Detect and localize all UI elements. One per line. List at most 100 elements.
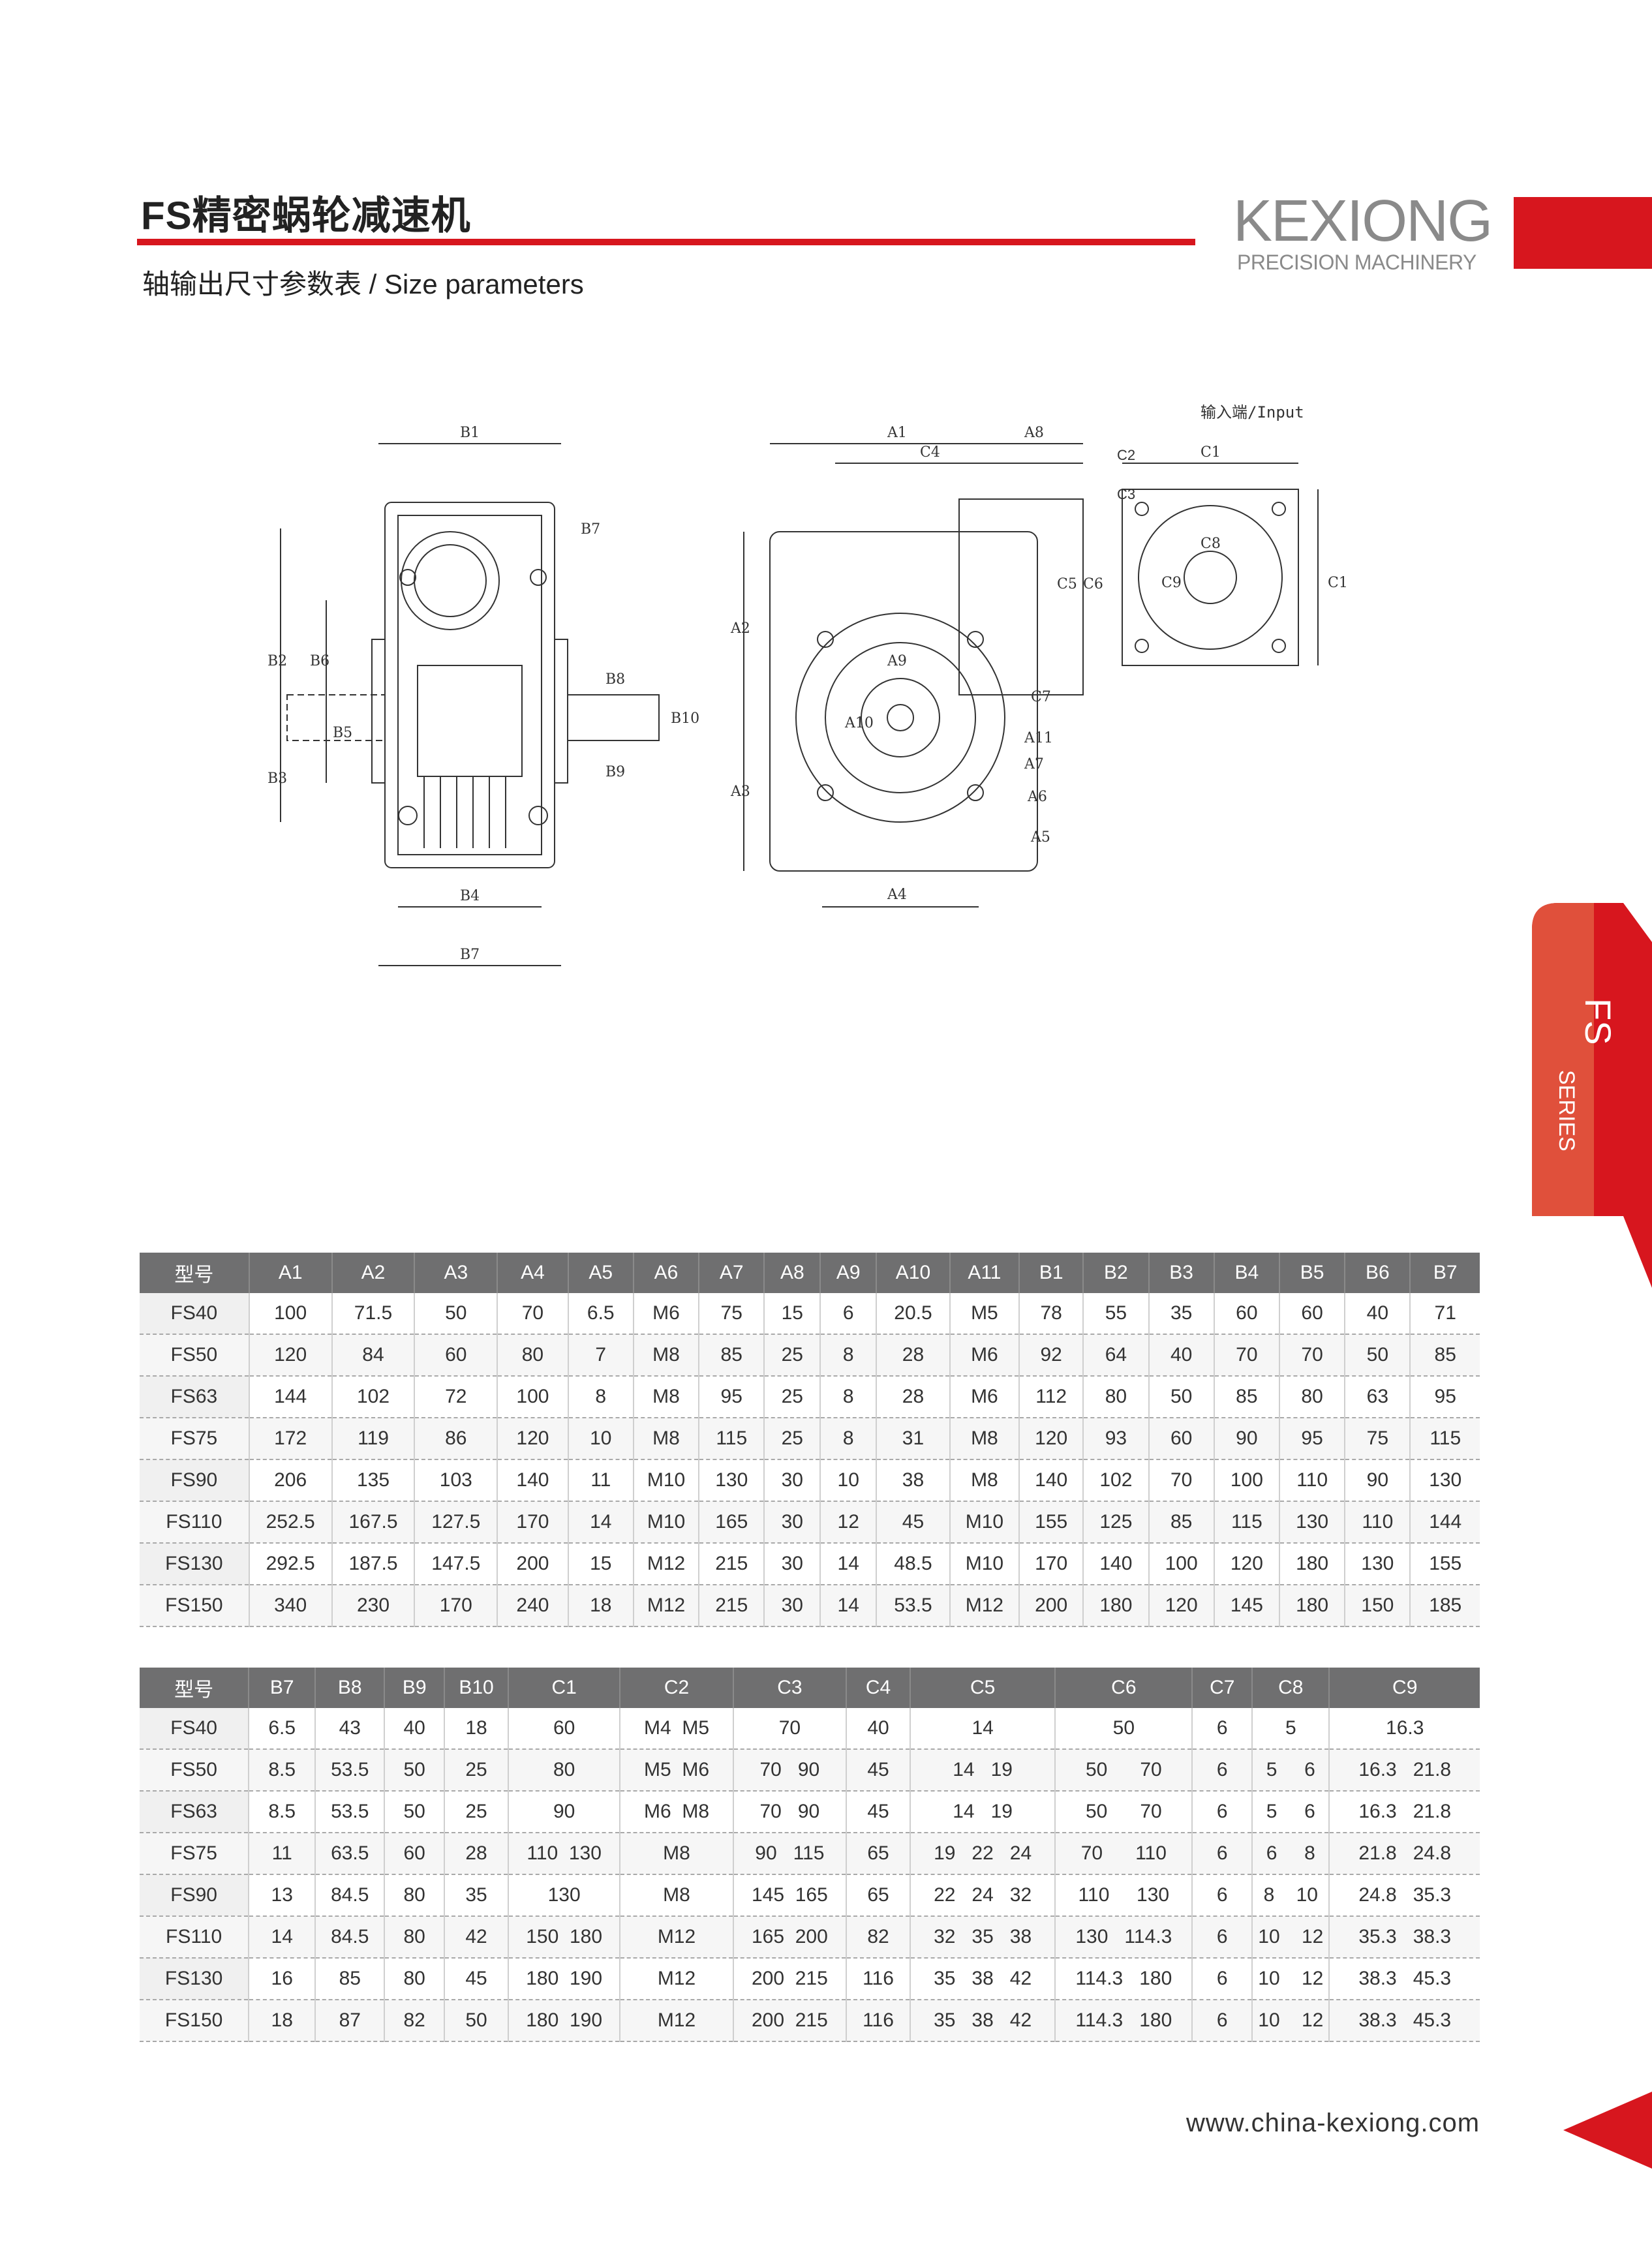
value-cell: 70 90 <box>733 1749 848 1792</box>
value-cell: 130 114.3 <box>1055 1916 1193 1959</box>
model-cell: FS150 <box>140 2000 250 2042</box>
value-cell: 100 <box>1214 1459 1280 1502</box>
value-cell: 200 <box>1019 1585 1084 1627</box>
value-cell: 80 <box>384 1958 446 2000</box>
value-cell: 45 <box>876 1501 951 1544</box>
svg-text:C2: C2 <box>1117 447 1135 463</box>
value-cell: 100 <box>497 1376 569 1418</box>
value-cell: 50 70 <box>1055 1749 1193 1792</box>
value-cell: 63 <box>1345 1376 1411 1418</box>
svg-text:C3: C3 <box>1117 486 1135 502</box>
value-cell: 85 <box>699 1334 765 1377</box>
value-cell: 18 <box>568 1585 634 1627</box>
value-cell: M12 <box>620 2000 734 2042</box>
value-cell: 10 <box>820 1459 878 1502</box>
value-cell: 340 <box>249 1585 333 1627</box>
value-cell: 110 <box>1279 1459 1346 1502</box>
value-cell: 60 <box>1279 1293 1346 1335</box>
value-cell: M10 <box>633 1459 700 1502</box>
value-cell: 78 <box>1019 1293 1084 1335</box>
column-header: B10 <box>444 1668 509 1708</box>
model-cell: FS40 <box>140 1708 250 1750</box>
value-cell: 53.5 <box>876 1585 951 1627</box>
value-cell: 187.5 <box>331 1543 416 1585</box>
column-header: C6 <box>1055 1668 1193 1708</box>
value-cell: 45 <box>444 1958 509 2000</box>
value-cell: M5 M6 <box>620 1749 734 1792</box>
model-cell: FS40 <box>140 1293 250 1335</box>
value-cell: 103 <box>414 1459 498 1502</box>
value-cell: 28 <box>876 1334 951 1377</box>
value-cell: 93 <box>1083 1418 1150 1460</box>
value-cell: M8 <box>620 1874 734 1917</box>
corner-arrow-icon <box>1563 2092 1652 2169</box>
column-header: B7 <box>1410 1253 1480 1293</box>
value-cell: 25 <box>444 1749 509 1792</box>
model-cell: FS130 <box>140 1958 250 2000</box>
value-cell: 292.5 <box>249 1543 333 1585</box>
column-header: A3 <box>414 1253 498 1293</box>
value-cell: 80 <box>384 1916 446 1959</box>
model-cell: FS50 <box>140 1334 250 1377</box>
value-cell: 130 <box>1410 1459 1480 1502</box>
value-cell: 53.5 <box>315 1791 386 1833</box>
value-cell: 14 19 <box>910 1791 1056 1833</box>
value-cell: 215 <box>699 1585 765 1627</box>
value-cell: 50 <box>384 1791 446 1833</box>
value-cell: 240 <box>497 1585 569 1627</box>
value-cell: 170 <box>1019 1543 1084 1585</box>
value-cell: 28 <box>444 1833 509 1875</box>
model-cell: FS63 <box>140 1376 250 1418</box>
value-cell: 100 <box>1148 1543 1215 1585</box>
value-cell: 40 <box>384 1708 446 1750</box>
value-cell: 8.5 <box>249 1749 316 1792</box>
value-cell: 70 90 <box>733 1791 848 1833</box>
value-cell: 167.5 <box>331 1501 416 1544</box>
input-label: 输入端/Input <box>1201 403 1304 421</box>
value-cell: 6 <box>1192 1708 1253 1750</box>
svg-text:B5: B5 <box>333 725 352 741</box>
value-cell: 25 <box>764 1376 821 1418</box>
series-tab-label: SERIES <box>1554 1070 1579 1152</box>
value-cell: 40 <box>1148 1334 1215 1377</box>
value-cell: M12 <box>949 1585 1020 1627</box>
value-cell: 170 <box>414 1585 498 1627</box>
value-cell: 95 <box>699 1376 765 1418</box>
column-header: A1 <box>249 1253 333 1293</box>
value-cell: 115 <box>1410 1418 1480 1460</box>
value-cell: 165 200 <box>733 1916 848 1959</box>
column-header: B9 <box>384 1668 446 1708</box>
value-cell: 30 <box>764 1459 821 1502</box>
value-cell: 110 130 <box>508 1833 621 1875</box>
value-cell: 130 <box>1279 1501 1346 1544</box>
side-view <box>743 443 1084 908</box>
svg-text:B2: B2 <box>268 653 287 669</box>
value-cell: 18 <box>249 2000 316 2042</box>
value-cell: 112 <box>1019 1376 1084 1418</box>
value-cell: M12 <box>620 1916 734 1959</box>
model-cell: FS90 <box>140 1874 250 1917</box>
front-view <box>280 443 660 966</box>
brand-tagline: PRECISION MACHINERY <box>1237 251 1476 274</box>
value-cell: 35 38 42 <box>910 2000 1056 2042</box>
value-cell: 180 <box>1279 1585 1346 1627</box>
value-cell: 130 <box>508 1874 621 1917</box>
value-cell: 50 <box>1345 1334 1411 1377</box>
svg-text:C1: C1 <box>1201 444 1221 461</box>
value-cell: 14 <box>820 1585 878 1627</box>
column-header: A9 <box>820 1253 878 1293</box>
value-cell: 60 <box>414 1334 498 1377</box>
value-cell: 14 <box>568 1501 634 1544</box>
column-header: 型号 <box>140 1668 250 1708</box>
value-cell: 14 19 <box>910 1749 1056 1792</box>
column-header: A6 <box>633 1253 700 1293</box>
column-header: C4 <box>846 1668 911 1708</box>
value-cell: 170 <box>497 1501 569 1544</box>
column-header: C1 <box>508 1668 621 1708</box>
